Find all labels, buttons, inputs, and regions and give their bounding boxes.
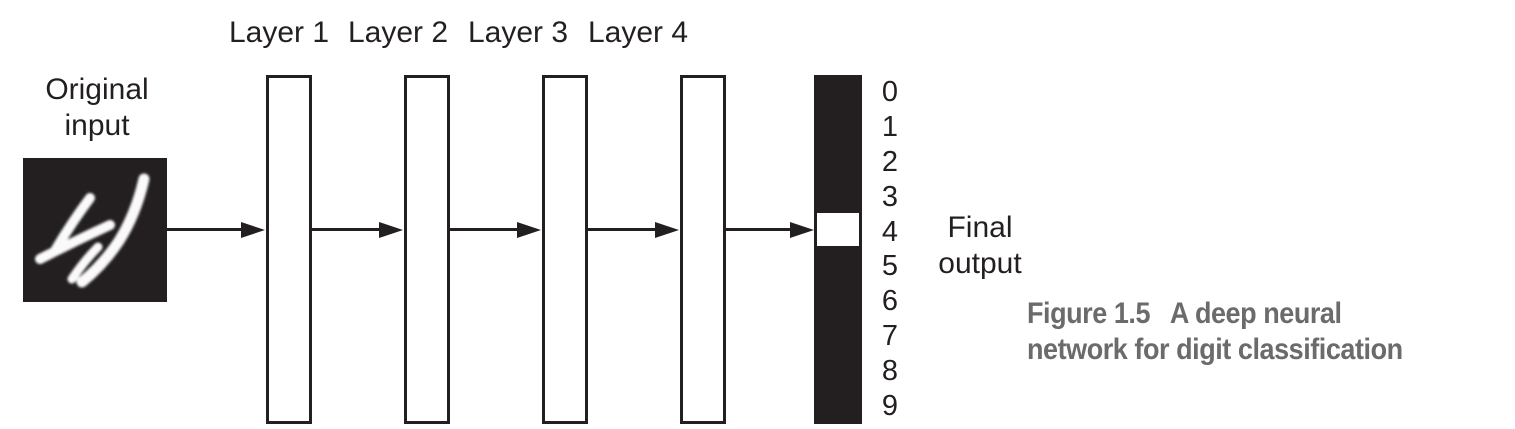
arrow-shaft xyxy=(449,228,521,231)
layer-4-label: Layer 4 xyxy=(587,16,689,49)
output-digit-2: 2 xyxy=(881,145,899,178)
output-probability-bar xyxy=(814,75,862,424)
output-digit-8: 8 xyxy=(881,355,899,388)
output-digit-1: 1 xyxy=(881,110,899,143)
output-digit-6: 6 xyxy=(881,285,899,318)
arrow-shaft xyxy=(724,228,794,231)
output-highlight-cell-digit-4 xyxy=(814,210,862,249)
output-digit-0: 0 xyxy=(881,75,899,108)
flow-arrow-layer2-to-layer3 xyxy=(449,222,541,238)
caption-figure-number: Figure 1.5 xyxy=(1027,297,1151,330)
caption-line-1: Figure 1.5 A deep neural xyxy=(1027,296,1403,332)
layer-3-label: Layer 3 xyxy=(467,16,569,49)
arrowhead-icon xyxy=(517,222,541,238)
layer-2-label: Layer 2 xyxy=(347,16,449,49)
flow-arrow-layer3-to-layer4 xyxy=(587,222,679,238)
output-digit-9: 9 xyxy=(881,390,899,423)
arrow-shaft xyxy=(166,228,245,231)
output-class-labels: 0 1 2 3 4 5 6 7 8 9 xyxy=(868,75,912,424)
arrowhead-icon xyxy=(379,222,403,238)
figure-caption: Figure 1.5 A deep neural network for digi… xyxy=(1027,296,1403,368)
final-output-label: Final output xyxy=(910,210,1050,282)
output-digit-4: 4 xyxy=(881,215,899,248)
arrowhead-icon xyxy=(655,222,679,238)
layer-2-rect xyxy=(404,75,450,424)
caption-text-line1: A deep neural xyxy=(1169,297,1342,330)
layer-3-rect xyxy=(542,75,588,424)
original-input-label: Original input xyxy=(17,72,177,144)
original-input-label-line1: Original xyxy=(45,73,149,106)
output-digit-7: 7 xyxy=(881,320,899,353)
flow-arrow-layer1-to-layer2 xyxy=(312,222,403,238)
arrow-shaft xyxy=(312,228,383,231)
digit-4-glyph xyxy=(35,173,150,288)
final-output-label-line2: output xyxy=(938,247,1022,280)
handwritten-digit-image xyxy=(23,158,167,302)
flow-arrow-layer4-to-output xyxy=(724,222,814,238)
layer-4-rect xyxy=(680,75,726,424)
caption-text-line2: network for digit classification xyxy=(1027,333,1403,366)
output-digit-3: 3 xyxy=(881,180,899,213)
flow-arrow-input-to-layer1 xyxy=(166,222,265,238)
arrow-shaft xyxy=(587,228,659,231)
arrowhead-icon xyxy=(790,222,814,238)
final-output-label-line1: Final xyxy=(947,211,1013,244)
original-input-label-line2: input xyxy=(64,109,130,142)
layer-1-label: Layer 1 xyxy=(228,16,330,49)
output-digit-5: 5 xyxy=(881,250,899,283)
arrowhead-icon xyxy=(241,222,265,238)
layer-1-rect xyxy=(266,75,312,424)
